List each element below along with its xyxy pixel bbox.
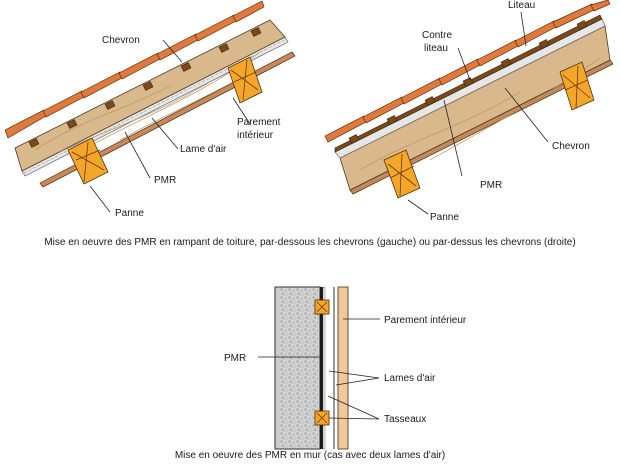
roof-tiles	[4, 0, 265, 139]
label-lames-air-wall: Lames d'air	[384, 373, 436, 384]
caption-roof: Mise en oeuvre des PMR en rampant de toi…	[44, 237, 575, 248]
label-liteau-2: liteau	[424, 43, 448, 54]
label-interieur-left: intérieur	[237, 130, 274, 141]
leader-pmr-right	[443, 99, 463, 177]
leader-pmr-left	[124, 131, 151, 179]
leader-liteau	[520, 11, 527, 47]
leader-panne-right	[407, 199, 429, 215]
leader-chevron-right	[504, 87, 549, 143]
purlin-right-high	[559, 61, 595, 111]
purlin-right-low	[383, 149, 421, 199]
leader-contre-liteau	[457, 47, 471, 81]
leader-tasseaux-1	[327, 395, 380, 420]
tile-battens-right	[348, 20, 588, 144]
label-parement-left: Parement	[237, 117, 281, 128]
purlin-left-low	[67, 137, 109, 185]
label-panne-right: Panne	[430, 212, 459, 223]
leader-lames-air-1	[328, 370, 380, 379]
label-tasseaux-wall: Tasseaux	[384, 414, 426, 425]
leader-lames-air-2	[335, 377, 380, 386]
interior-lining-board	[39, 51, 296, 188]
label-lame-air-left: Lame d'air	[180, 144, 227, 155]
label-parement-wall: Parement intérieur	[384, 315, 467, 326]
wall-diagram: Parement intérieur PMR Lames d'air Tasse…	[224, 286, 467, 450]
label-pmr-left: PMR	[154, 175, 176, 186]
wall-interior-lining	[337, 286, 349, 450]
leader-panne-left	[89, 185, 111, 213]
wall-batten-top	[314, 299, 330, 315]
roof-diagram-right: Liteau Contre liteau Chevron PMR Panne	[324, 0, 614, 223]
leader-lame-air-left	[151, 117, 179, 150]
wall-insulation-block	[274, 286, 321, 450]
leader-chevron-left	[162, 39, 183, 63]
label-chevron-right: Chevron	[552, 141, 590, 152]
label-pmr-right: PMR	[480, 180, 502, 191]
label-panne-left: Panne	[115, 208, 144, 219]
label-pmr-wall: PMR	[224, 353, 246, 364]
wall-pmr-membrane	[320, 287, 323, 449]
purlin-left-high	[227, 56, 263, 104]
caption-wall: Mise en oeuvre des PMR en mur (cas avec …	[175, 450, 445, 461]
roof-diagram-left: Chevron Parement intérieur Lame d'air PM…	[4, 0, 296, 219]
leader-parement-left	[232, 97, 251, 125]
label-liteau: Liteau	[508, 0, 535, 11]
wall-batten-bottom	[314, 410, 330, 426]
label-contre: Contre	[422, 30, 452, 41]
leader-tasseaux-2	[328, 417, 380, 420]
tile-battens	[28, 27, 262, 148]
label-chevron-left: Chevron	[102, 35, 140, 46]
